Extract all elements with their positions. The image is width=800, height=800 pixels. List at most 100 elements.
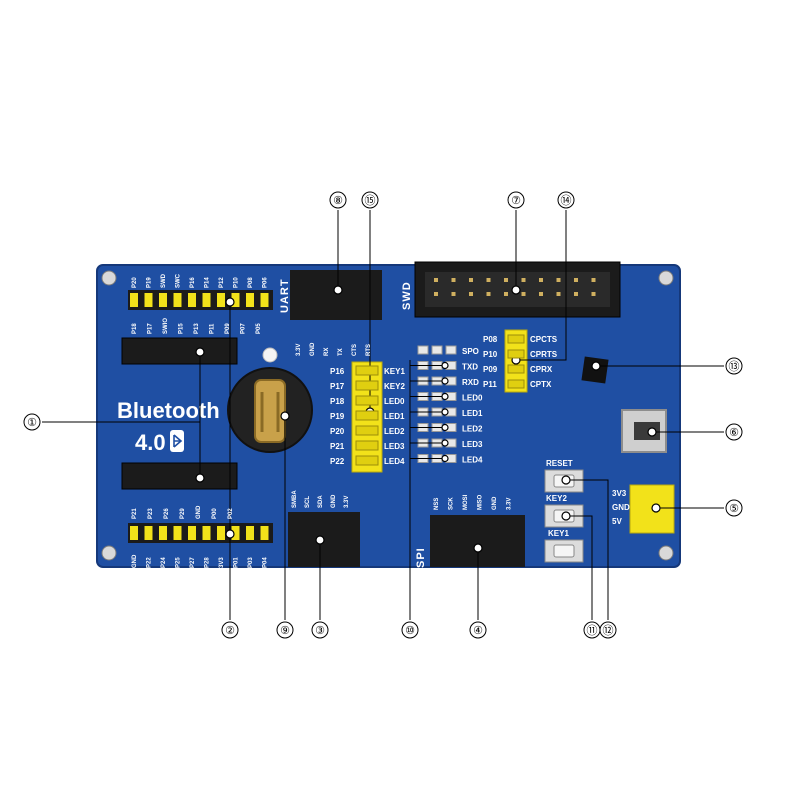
swd-pin [556, 292, 561, 296]
swd-pin [574, 278, 578, 282]
led-signal-label: RXD [462, 378, 479, 387]
swd-pin [539, 292, 543, 296]
header-pin [246, 293, 254, 307]
header-pin [159, 293, 167, 307]
pcb [96, 264, 681, 568]
callout-marker: ⑭ [557, 191, 575, 209]
leader-dot [441, 439, 449, 447]
callout-number: ⑬ [729, 360, 740, 373]
spi-pin-label: NSS [434, 498, 440, 510]
spi-pin-label: 3.3V [507, 498, 513, 510]
jumper-cap [355, 380, 379, 391]
pin-label: P26 [164, 508, 170, 519]
callout-marker: ③ [311, 621, 329, 639]
callout-number: ⑨ [280, 625, 290, 637]
callout-marker: ④ [469, 621, 487, 639]
swd-pin [591, 292, 596, 296]
led-jumper-signal-label: KEY1 [384, 367, 405, 376]
callout-marker: ⑬ [725, 357, 743, 375]
led-jumper-port-label: P22 [330, 457, 345, 466]
swd-pin [469, 292, 473, 296]
callout-circle [361, 191, 379, 209]
pin-label: P08 [248, 277, 254, 288]
callout-marker: ⑦ [507, 191, 525, 209]
swd-pin [521, 292, 526, 296]
cp-jumper-port-label: P11 [483, 380, 497, 389]
jumper-cap [507, 364, 525, 374]
button-key2-label: KEY2 [546, 494, 567, 503]
led-jumper-port-label: P16 [330, 367, 345, 376]
pin-label: P01 [234, 557, 240, 568]
pin-label: SWIO [163, 318, 169, 334]
header-pin [231, 526, 240, 540]
power-pin-label: 5V [612, 517, 622, 526]
button-key1 [544, 539, 584, 563]
pin-label: P07 [241, 323, 247, 334]
led-jumper-signal-label: LED0 [384, 397, 405, 406]
pin-label: P25 [176, 557, 182, 568]
header-pin [231, 293, 240, 307]
callout-circle [725, 357, 743, 375]
pin-label: GND [132, 554, 138, 568]
uart-pin-label: TX [338, 348, 344, 356]
pin-label: P28 [205, 557, 211, 568]
logo-title: Bluetooth [117, 398, 220, 423]
callout-circle [557, 191, 575, 209]
led-jumper-signal-label: LED4 [384, 457, 405, 466]
callout-marker: ⑩ [401, 621, 419, 639]
leader-dot [441, 392, 449, 401]
swd-pin [434, 292, 438, 296]
callout-circle [725, 499, 743, 517]
callout-marker: ⑪ [583, 621, 601, 639]
led-jumper-port-label: P20 [330, 427, 345, 436]
jumper-cap [507, 379, 525, 389]
i2c-pin-label: 3.3V [344, 496, 350, 508]
jumper-cap [355, 395, 379, 406]
callout-number: ⑧ [333, 195, 343, 207]
pin-label: P21 [132, 508, 138, 519]
pin-label: P29 [180, 508, 186, 519]
callout-number: ⑮ [365, 194, 376, 207]
callout-circle [276, 621, 294, 639]
callout-number: ⑩ [405, 625, 415, 637]
pin-label: P06 [263, 277, 269, 288]
callout-number: ⑥ [729, 427, 739, 439]
button-reset-label: RESET [546, 459, 573, 468]
pin-label: P17 [148, 323, 154, 334]
header-pin [217, 293, 225, 307]
callout-circle [599, 621, 617, 639]
resistor-chip [431, 345, 443, 355]
pin-label: P13 [194, 323, 200, 334]
header-pin [202, 293, 211, 307]
pin-label: P04 [263, 557, 269, 568]
jumper-cap [355, 410, 379, 421]
callout-circle [311, 621, 329, 639]
callout-circle [725, 423, 743, 441]
header-pin [246, 526, 254, 540]
jumper-cap [355, 440, 379, 451]
leader-dot [441, 408, 449, 416]
pin-label: P03 [248, 557, 254, 568]
spi-pin-label: SCK [449, 497, 455, 510]
cp-jumper-port-label: P09 [483, 365, 498, 374]
swd-pin [434, 278, 438, 282]
swd-pin [556, 278, 561, 282]
spi-label: SPI [415, 547, 427, 568]
cp-jumper-port-label: P10 [483, 350, 498, 359]
header-pin [217, 526, 225, 540]
callout-circle [401, 621, 419, 639]
led-signal-label: LED1 [462, 409, 483, 418]
callout-leaders [42, 210, 724, 620]
i2c-pin-label: GND [331, 494, 337, 508]
callout-marker: ⑮ [361, 191, 379, 209]
led-jumper-port-label: P18 [330, 397, 345, 406]
callout-marker: ⑤ [725, 499, 743, 517]
logo-version: 4.0 [135, 430, 166, 455]
led-jumper-port-label: P21 [330, 442, 345, 451]
header-pin [260, 526, 269, 540]
leader-dot [441, 377, 449, 385]
swd-pin [504, 292, 508, 296]
pin-label: P19 [147, 277, 153, 288]
pin-label: P05 [256, 323, 262, 334]
